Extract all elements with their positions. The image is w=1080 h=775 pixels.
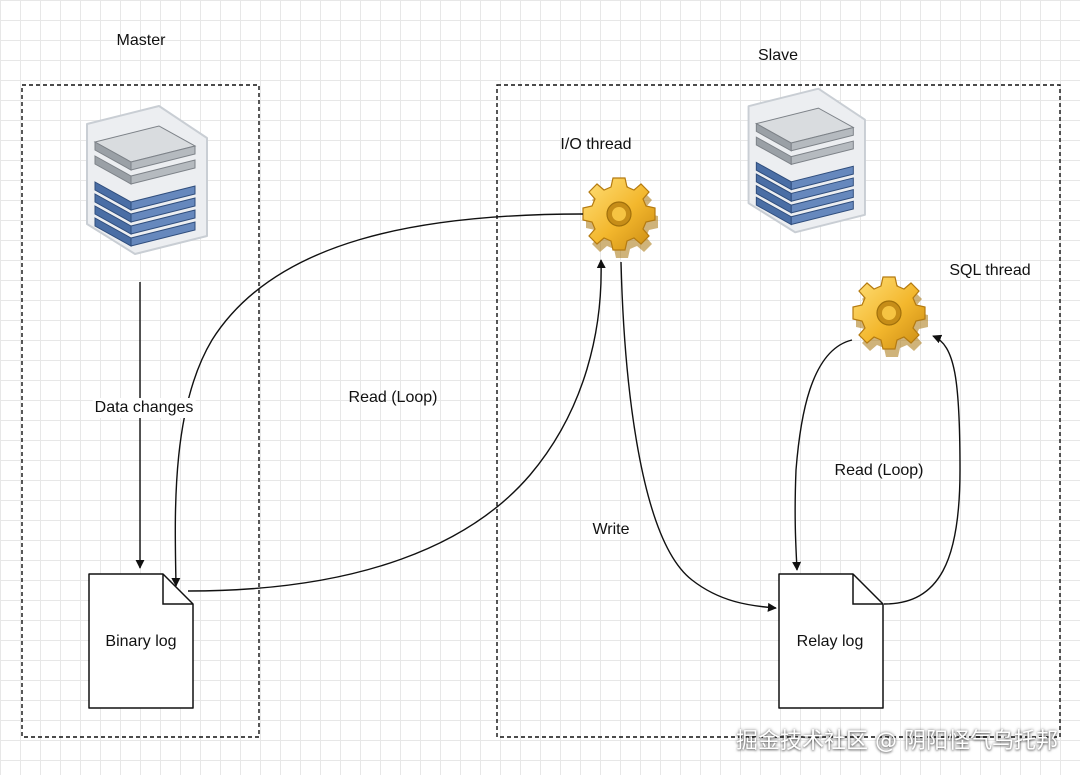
slave-title: Slave	[757, 47, 799, 64]
sql-thread-to-relay-log-arrow	[792, 339, 853, 571]
read-loop-relay-label: Read (Loop)	[834, 462, 924, 479]
master-title: Master	[116, 32, 166, 49]
binary-log-to-io-thread-arrow	[187, 259, 606, 592]
io-thread-gear-icon	[582, 177, 659, 259]
master-server-rack-icon	[86, 105, 208, 255]
slave-container	[496, 84, 1061, 738]
slave-server-rack-icon	[747, 87, 866, 234]
io-thread-to-binary-log-arrow	[171, 213, 584, 587]
master-container	[21, 84, 260, 738]
sql-thread-gear-icon	[852, 276, 929, 358]
relay-log-label: Relay log	[796, 633, 864, 650]
io-thread-to-relay-log-write-arrow	[620, 261, 777, 612]
watermark-text: 掘金技术社区 @ 阴阳怪气乌托邦	[736, 729, 1058, 754]
relay-log-to-sql-thread-arrow	[883, 334, 961, 605]
binary-log-label: Binary log	[105, 633, 177, 650]
data-changes-label: Data changes	[92, 398, 196, 418]
read-loop-binary-label: Read (Loop)	[348, 389, 438, 406]
io-thread-label: I/O thread	[560, 136, 632, 153]
write-label: Write	[592, 521, 630, 538]
sql-thread-label: SQL thread	[949, 262, 1031, 279]
